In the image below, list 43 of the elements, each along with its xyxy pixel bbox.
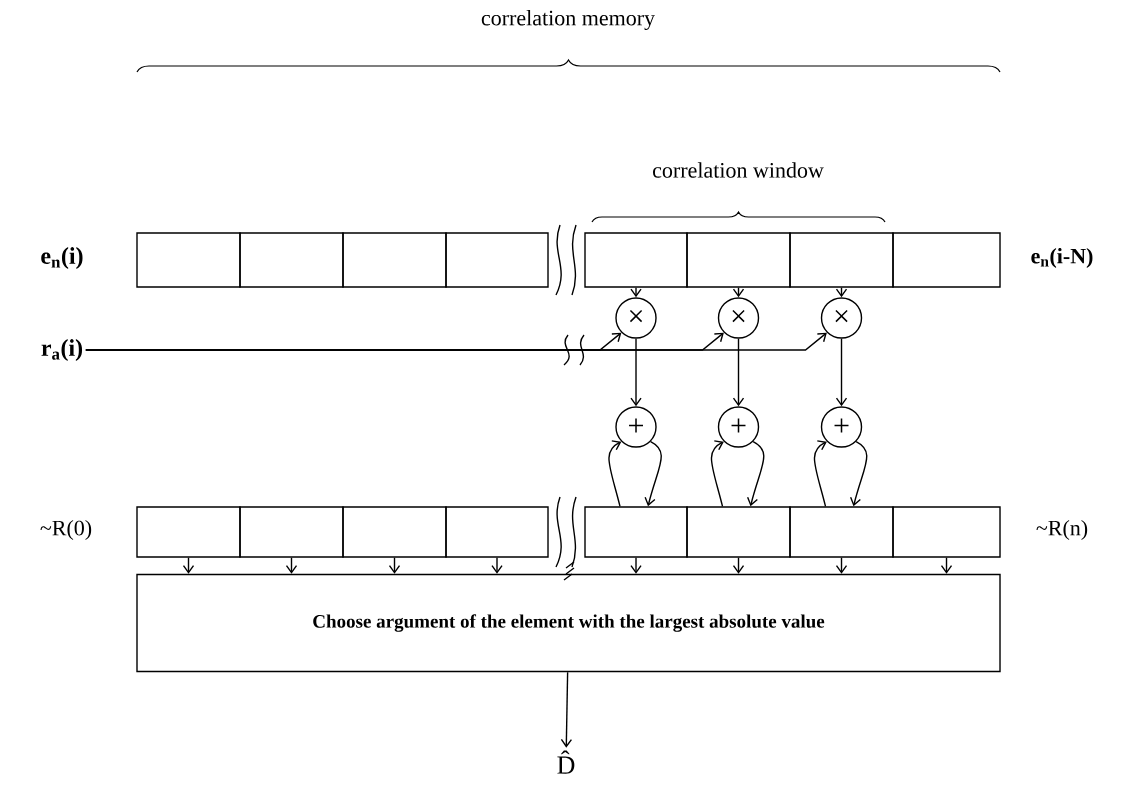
- arrow: [630, 338, 642, 407]
- register-label: ~R(n): [1036, 520, 1088, 540]
- register-cell: [136, 232, 241, 288]
- register-cell: [686, 506, 791, 558]
- register-cell: [239, 232, 344, 288]
- signal-label: e$_{n}$(i): [41, 247, 83, 269]
- arrow: [608, 440, 622, 507]
- process-box: Choose argument of the element with the largest absolute value: [136, 573, 1001, 673]
- arrow: [835, 338, 848, 407]
- arrow: [491, 557, 503, 574]
- arrow: [849, 440, 868, 507]
- arrow: [710, 440, 724, 507]
- arrow: [940, 557, 953, 574]
- register-cell: [789, 232, 894, 288]
- register-cell: [342, 506, 447, 558]
- register-cell: [136, 506, 241, 558]
- arrow: [388, 557, 401, 574]
- arrow: [285, 557, 298, 574]
- register-cell: [584, 506, 688, 558]
- arrow: [630, 557, 642, 574]
- arrow: [644, 440, 662, 507]
- register-label: ~R(0): [40, 520, 92, 540]
- register-cell: [239, 506, 344, 558]
- register-cell: [584, 232, 688, 288]
- arrow: [732, 557, 745, 574]
- output-label: D̂: [557, 750, 575, 774]
- arrow: [560, 671, 573, 748]
- register-cell: [445, 232, 549, 288]
- arrow: [732, 338, 745, 407]
- signal-label: r$_{a}$(i): [41, 339, 83, 361]
- brace-label: correlation window: [653, 162, 824, 178]
- register-cell: [686, 232, 791, 288]
- arrow: [746, 440, 765, 507]
- arrow: [182, 557, 195, 574]
- arrow: [813, 440, 827, 507]
- register-cell: [892, 506, 1001, 558]
- brace-label: correlation memory: [481, 10, 655, 30]
- register-cell: [445, 506, 549, 558]
- signal-label: e$_{n}$(i-N): [1031, 248, 1093, 268]
- register-cell: [342, 232, 447, 288]
- arrow: [835, 557, 848, 574]
- register-cell: [892, 232, 1001, 288]
- register-cell: [789, 506, 894, 558]
